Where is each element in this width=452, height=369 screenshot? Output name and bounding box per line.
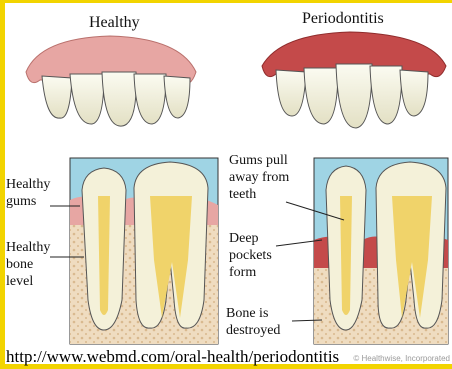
label-bone-destroyed: Bone is destroyed	[226, 305, 280, 339]
healthy-teeth-row	[26, 36, 196, 126]
periodontitis-cross-section	[314, 158, 448, 344]
heading-healthy: Healthy	[89, 14, 140, 32]
label-gums-pull-away: Gums pull away from teeth	[229, 152, 289, 203]
copyright-credit: © Healthwise, Incorporated	[353, 354, 450, 363]
label-healthy-bone-level: Healthy bone level	[6, 239, 50, 290]
label-deep-pockets: Deep pockets form	[229, 230, 272, 281]
source-url: http://www.webmd.com/oral-health/periodo…	[6, 347, 339, 367]
heading-periodontitis: Periodontitis	[302, 10, 384, 28]
label-healthy-gums: Healthy gums	[6, 176, 50, 210]
healthy-cross-section	[70, 158, 218, 344]
periodontitis-teeth-row	[262, 32, 446, 128]
